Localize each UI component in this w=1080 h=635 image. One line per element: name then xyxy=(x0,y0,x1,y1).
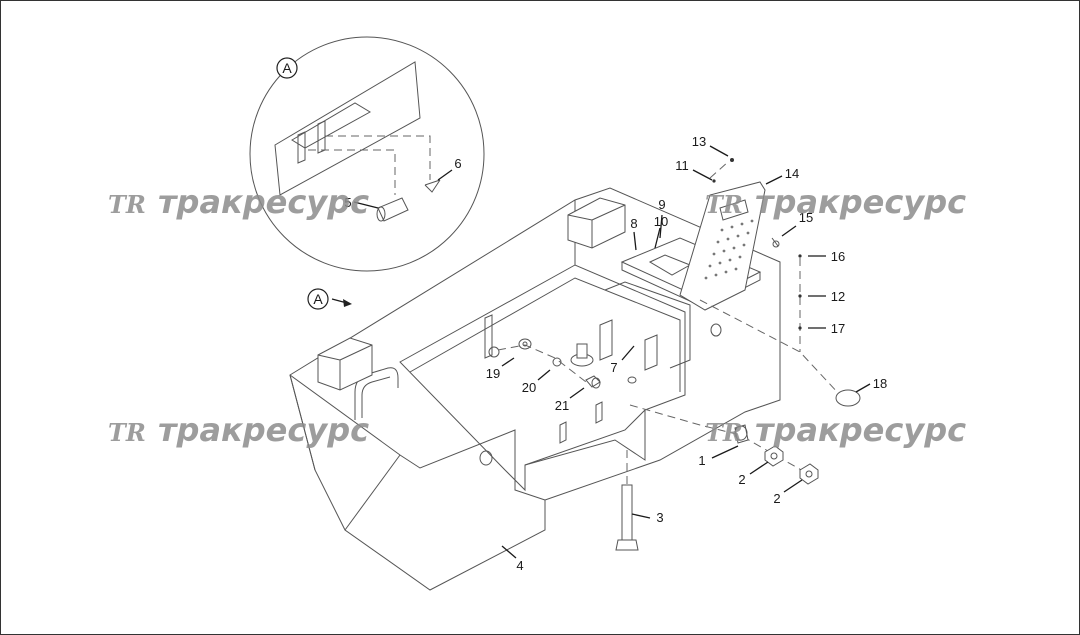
callout-20: 20 xyxy=(522,380,536,395)
watermark-top-left: TR тракресурс xyxy=(108,183,369,221)
detail-view-letter: A xyxy=(282,60,292,76)
watermark-top-right: TR тракресурс xyxy=(705,183,966,221)
callout-21: 21 xyxy=(555,398,569,413)
callout-8: 8 xyxy=(630,216,637,231)
loose-hardware xyxy=(518,158,861,551)
tray-with-lid xyxy=(620,181,780,311)
callout-4: 4 xyxy=(516,558,523,573)
watermark-text: тракресурс xyxy=(755,411,966,449)
callout-12: 12 xyxy=(831,289,845,304)
callout-19: 19 xyxy=(486,366,500,381)
callout-18: 18 xyxy=(873,376,887,391)
callout-1: 1 xyxy=(698,453,705,468)
callout-2b: 2 xyxy=(773,491,780,506)
callout-6: 6 xyxy=(454,156,461,171)
callout-10: 10 xyxy=(654,214,668,229)
callout-13: 13 xyxy=(692,134,706,149)
callout-2a: 2 xyxy=(738,472,745,487)
callout-labels: 1 2 2 3 4 5 6 7 8 9 10 11 12 13 14 15 16 xyxy=(344,134,887,573)
watermark-text: тракресурс xyxy=(755,183,966,221)
callout-7: 7 xyxy=(610,360,617,375)
callout-16: 16 xyxy=(831,249,845,264)
callout-5: 5 xyxy=(344,195,351,210)
assembly-lines xyxy=(497,161,841,490)
callout-15: 15 xyxy=(799,210,813,225)
watermark-bottom-left: TR тракресурс xyxy=(108,411,369,449)
watermark-logo: TR xyxy=(108,190,146,219)
callout-17: 17 xyxy=(831,321,845,336)
view-marker-letter: A xyxy=(313,291,323,307)
watermark-text: тракресурс xyxy=(158,183,369,221)
callout-11: 11 xyxy=(675,158,689,173)
inner-brackets xyxy=(484,281,691,444)
view-marker-a: A xyxy=(307,288,352,310)
watermark-text: тракресурс xyxy=(158,411,369,449)
watermark-bottom-right: TR тракресурс xyxy=(705,411,966,449)
callout-3: 3 xyxy=(656,510,663,525)
callout-14: 14 xyxy=(785,166,799,181)
detail-label-circle xyxy=(276,57,298,79)
watermark-logo: TR xyxy=(705,418,743,447)
watermark-logo: TR xyxy=(108,418,146,447)
watermark-logo: TR xyxy=(705,190,743,219)
callout-9: 9 xyxy=(658,197,665,212)
detail-view-a: A xyxy=(249,36,485,272)
